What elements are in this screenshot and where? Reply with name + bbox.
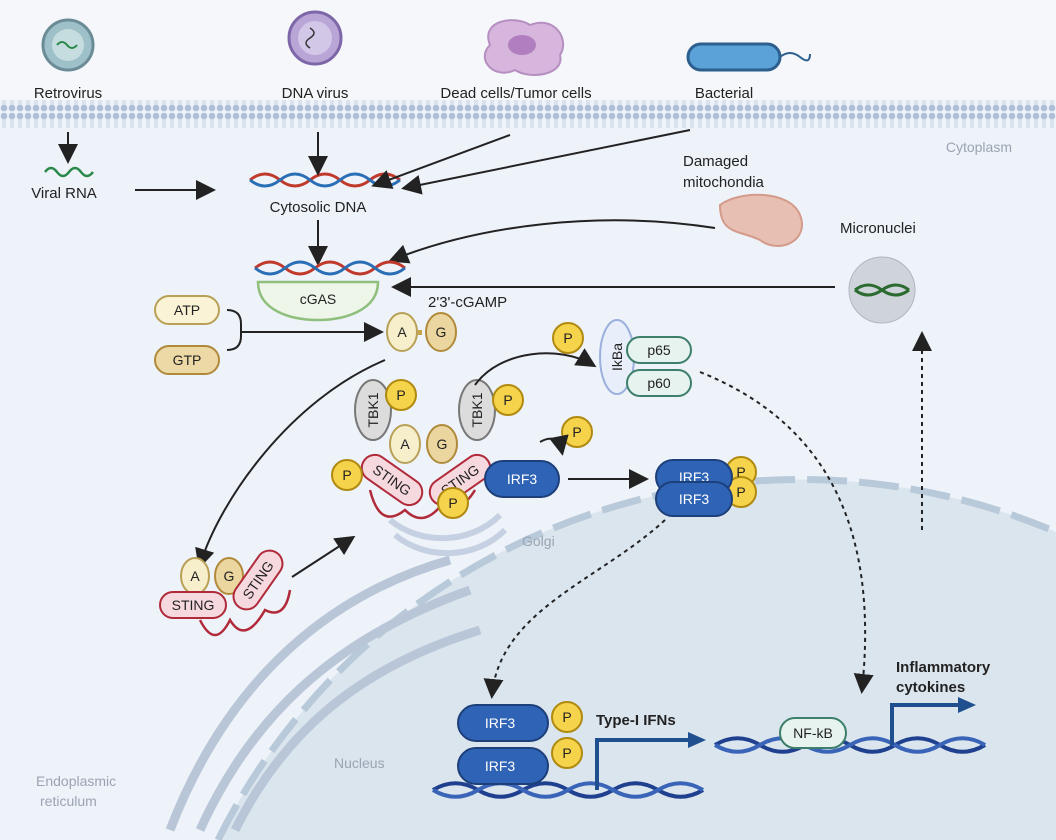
transcription-arrowhead: [958, 697, 976, 713]
bacteria-icon: [686, 42, 811, 72]
cgas-label: cGAS: [300, 291, 337, 307]
irf3-translocation-arrow: [483, 519, 666, 699]
golgi-label: Golgi: [522, 533, 555, 549]
dead-cell-icon: [483, 19, 565, 76]
adenine-label: A: [190, 568, 200, 584]
p-label: P: [503, 392, 512, 408]
cytosolic-dna-label: Cytosolic DNA: [270, 199, 367, 216]
retrovirus-label: Retrovirus: [34, 85, 102, 102]
type1-ifns-label: Type-I IFNs: [596, 712, 676, 729]
transcription-arrow: [890, 703, 960, 745]
irf3-label: IRF3: [679, 491, 710, 507]
nucleus-label: Nucleus: [334, 755, 385, 771]
arrow: [291, 535, 356, 578]
phosphate-labels: P P P P P P P P P P: [342, 330, 745, 761]
mitochondria-label-line1: Damaged: [683, 153, 748, 170]
atp-molecule: [154, 295, 220, 325]
nfkb-translocation-arrow: [699, 371, 874, 694]
dna-virus-label: DNA virus: [282, 85, 349, 102]
arrow: [371, 134, 511, 189]
arrow: [401, 129, 691, 195]
mitochondria-label-line2: mitochondia: [683, 174, 765, 191]
cgamp-label: 2'3'-cGAMP: [428, 294, 507, 311]
nfkb-label: NF-kB: [793, 725, 833, 741]
nucleus: [218, 479, 1056, 840]
arrow: [388, 219, 716, 264]
synthesis-arrow: [226, 309, 380, 351]
retrovirus-icon: [41, 18, 95, 72]
atp-label: ATP: [174, 302, 200, 318]
viral-rna-label: Viral RNA: [31, 185, 97, 202]
irf3-dimer: IRF3 IRF3: [655, 459, 733, 517]
dna-virus-icon: [287, 10, 343, 66]
gtp-label: GTP: [173, 352, 202, 368]
gtp-molecule: [154, 345, 220, 375]
transcription-arrow: [595, 738, 690, 790]
p-label: P: [562, 745, 571, 761]
adenine-label: A: [397, 324, 407, 340]
p-label: P: [562, 709, 571, 725]
ikba-label: IkBa: [609, 343, 625, 371]
p-label: P: [572, 424, 581, 440]
irf3-dimer-nuclear: IRF3 IRF3: [457, 704, 549, 785]
cgamp-molecule: A G: [386, 312, 457, 352]
irf3-label: IRF3: [507, 471, 538, 487]
p-label: P: [736, 464, 745, 480]
sting-label: STING: [172, 597, 215, 613]
p-label: P: [563, 330, 572, 346]
cytokines-label-line2: cytokines: [896, 679, 965, 696]
micronuclei-dna-icon: [854, 283, 910, 297]
bacterial-label: Bacterial: [695, 85, 753, 102]
nfkb-protein: [779, 717, 847, 749]
p65-label: p65: [647, 342, 671, 358]
transcription-arrowhead: [688, 732, 706, 748]
golgi: [388, 512, 508, 557]
cytoplasm-label: Cytoplasm: [946, 139, 1012, 155]
arrow: [474, 348, 597, 386]
p-label: P: [342, 467, 351, 483]
adenine-label: A: [400, 436, 410, 452]
damaged-mitochondria-icon: [718, 193, 803, 247]
tbk1-label: TBK1: [365, 392, 381, 427]
p-label: P: [448, 495, 457, 511]
endoplasmic-reticulum: [165, 555, 482, 833]
p-label: P: [396, 387, 405, 403]
cytokines-label-line1: Inflammatory: [896, 659, 991, 676]
viral-rna-icon: [44, 166, 94, 178]
cgas-enzyme: [256, 280, 380, 322]
tbk1-label: TBK1: [469, 392, 485, 427]
dead-cells-label: Dead cells/Tumor cells: [440, 85, 591, 102]
guanine-label: G: [437, 436, 448, 452]
irf3-label: IRF3: [485, 758, 516, 774]
p-label: P: [736, 484, 745, 500]
ikba-nfkb-complex: IkBa p65 p60: [599, 319, 692, 397]
guanine-label: G: [436, 324, 447, 340]
er-label-line2: reticulum: [40, 793, 97, 809]
arrow: [195, 359, 386, 569]
er-label-line1: Endoplasmic: [36, 773, 116, 789]
plasma-membrane: [0, 100, 1056, 128]
micronuclei-label: Micronuclei: [840, 220, 916, 237]
arrow: [539, 434, 569, 456]
irf3-label: IRF3: [485, 715, 516, 731]
guanine-label: G: [224, 568, 235, 584]
p60-label: p60: [647, 375, 671, 391]
nuclear-envelope: [214, 476, 1056, 840]
phosphate-group: [331, 322, 757, 769]
